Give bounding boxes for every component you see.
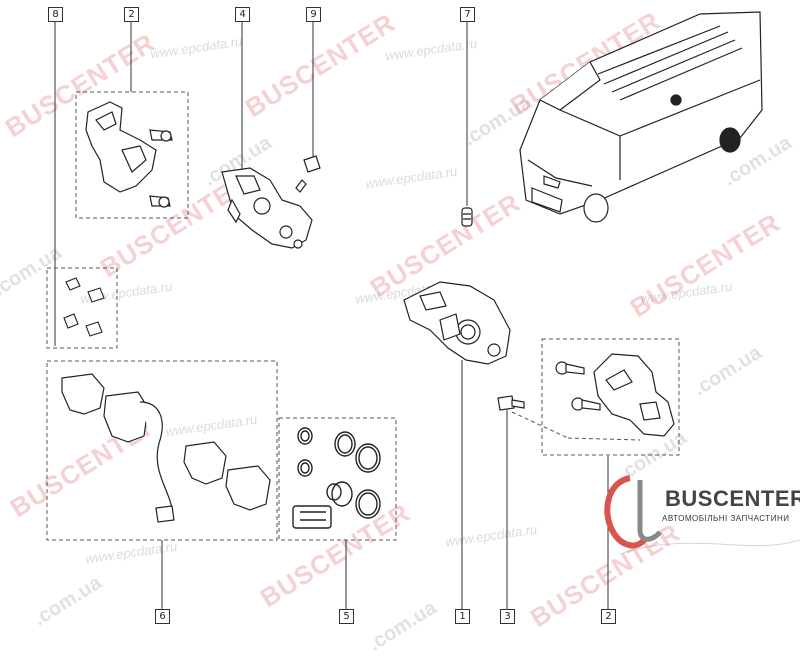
callout-5[interactable]: 5 <box>339 609 354 624</box>
callout-9[interactable]: 9 <box>306 7 321 22</box>
pad-kit <box>61 373 271 523</box>
pad-kit-box <box>46 360 278 541</box>
callout-1[interactable]: 1 <box>455 609 470 624</box>
carrier-top <box>85 101 173 208</box>
seal-kit-box <box>278 417 397 541</box>
bolt-link <box>567 437 641 441</box>
bracket-kit-box <box>75 91 189 219</box>
brand-logo-title: BUSCENTER <box>665 486 800 511</box>
callout-8[interactable]: 8 <box>48 7 63 22</box>
bolt-link <box>511 411 569 439</box>
seal-kit <box>292 427 381 529</box>
clip-kit <box>63 277 105 337</box>
clip-kit-box <box>46 267 118 349</box>
callout-4[interactable]: 4 <box>235 7 250 22</box>
callout-7[interactable]: 7 <box>460 7 475 22</box>
caliper-main <box>403 281 511 365</box>
bleed-screw <box>461 207 473 227</box>
brand-logo-mark <box>604 475 800 555</box>
callout-3[interactable]: 3 <box>500 609 515 624</box>
bolt-3 <box>497 395 525 411</box>
brand-logo-subtitle: АВТОМОБІЛЬНІ ЗАПЧАСТИНИ <box>662 514 790 523</box>
callout-2-bottom[interactable]: 2 <box>601 609 616 624</box>
caliper-left <box>221 167 313 249</box>
van-illustration <box>519 11 763 223</box>
callout-6[interactable]: 6 <box>155 609 170 624</box>
callout-2-top[interactable]: 2 <box>124 7 139 22</box>
carrier-kit-box <box>541 338 680 456</box>
carrier-bottom <box>555 353 675 437</box>
clip-9 <box>295 155 321 193</box>
